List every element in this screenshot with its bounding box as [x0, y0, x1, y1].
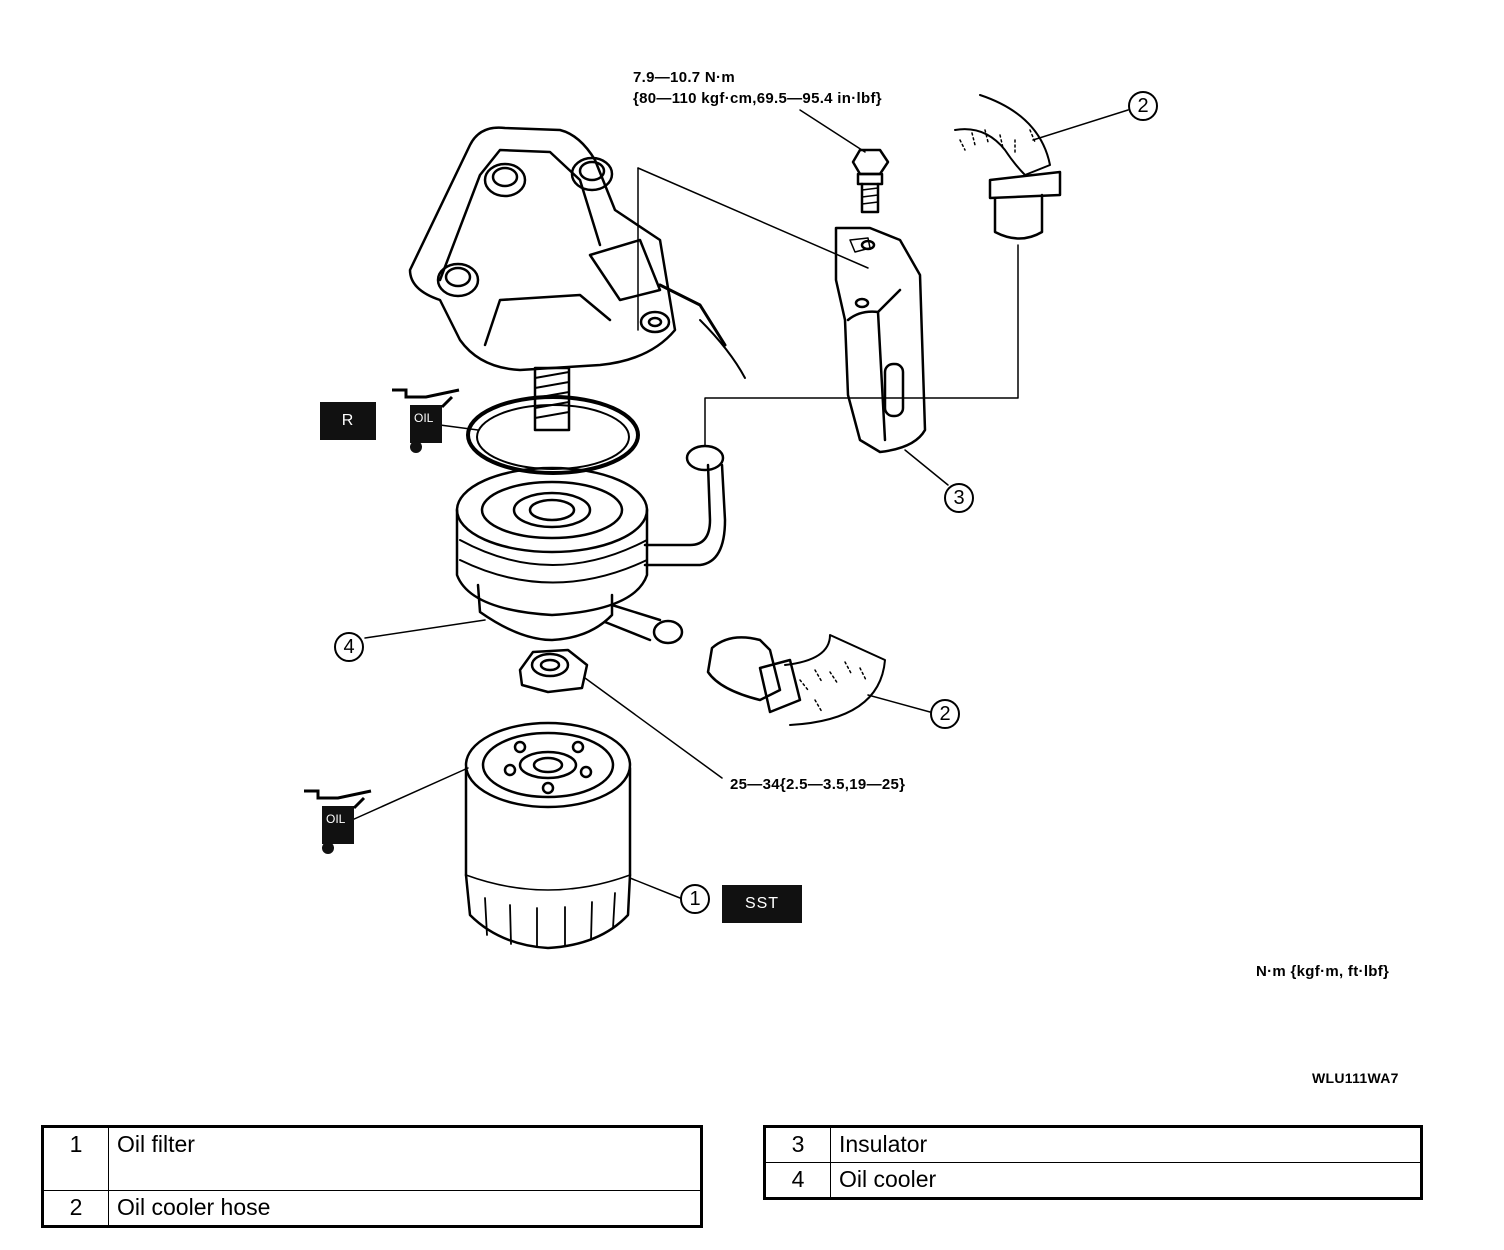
table-row: 1 Oil filter	[42, 1126, 702, 1191]
leader-bolt-torque	[799, 109, 866, 153]
leader-oil-cooler	[364, 619, 486, 639]
leader-oil-filter-seal	[351, 767, 469, 821]
leader-pipe-insulator	[704, 244, 1019, 446]
table-row: 2 Oil cooler hose	[42, 1190, 702, 1227]
leader-oil-filter	[629, 877, 681, 899]
lower-hose-part	[706, 634, 886, 726]
part-name: Oil filter	[108, 1126, 702, 1191]
table-row: 4 Oil cooler	[764, 1162, 1422, 1199]
leader-housing-insulator	[637, 167, 869, 269]
leader-upper-hose	[1032, 109, 1129, 141]
part-number: 2	[42, 1190, 109, 1227]
sst-tag: SST	[722, 885, 802, 923]
part-name: Oil cooler	[830, 1162, 1422, 1199]
leader-lower-hose	[867, 694, 931, 713]
oil-cooler-part	[455, 444, 727, 645]
oil-can-icon	[304, 789, 372, 854]
oil-cooler-exploded-diagram	[351, 94, 1129, 950]
part-number: 4	[764, 1162, 831, 1199]
oil-label: OIL	[326, 812, 346, 826]
part-name: Oil cooler hose	[108, 1190, 702, 1227]
upper-hose-part	[954, 94, 1062, 240]
insulator-part	[834, 226, 927, 454]
leader-oil-oring	[439, 424, 479, 431]
leader-nut-torque	[584, 677, 723, 779]
oil-can-icon	[392, 388, 460, 453]
part-number: 3	[764, 1126, 831, 1163]
nut-torque-label: 25—34{2.5—3.5,19—25}	[730, 776, 906, 793]
bolt-torque-label: 7.9—10.7 N·m	[633, 69, 735, 86]
parts-table-left: 1 Oil filter 2 Oil cooler hose	[41, 1125, 703, 1228]
o-ring-part	[466, 395, 640, 475]
bolt-torque-label-line2: {80—110 kgf·cm,69.5—95.4 in·lbf}	[633, 90, 882, 107]
part-name: Insulator	[830, 1126, 1422, 1163]
callout-2-upper-hose: 2	[1128, 91, 1158, 121]
bolt-part	[851, 148, 890, 214]
filter-housing-part	[408, 126, 746, 432]
part-number: 1	[42, 1126, 109, 1191]
replace-tag: R	[320, 402, 376, 440]
callout-4-oil-cooler: 4	[334, 632, 364, 662]
callout-3-insulator: 3	[944, 483, 974, 513]
table-row: 3 Insulator	[764, 1126, 1422, 1163]
callout-1-oil-filter: 1	[680, 884, 710, 914]
parts-table-right: 3 Insulator 4 Oil cooler	[763, 1125, 1423, 1200]
oil-filter-part	[464, 721, 632, 950]
units-note: N·m {kgf·m, ft·lbf}	[1256, 963, 1390, 980]
oil-label: OIL	[414, 411, 434, 425]
figure-code: WLU111WA7	[1312, 1070, 1399, 1086]
leader-insulator	[904, 449, 949, 486]
callout-2-lower-hose: 2	[930, 699, 960, 729]
nut-part	[518, 648, 589, 694]
